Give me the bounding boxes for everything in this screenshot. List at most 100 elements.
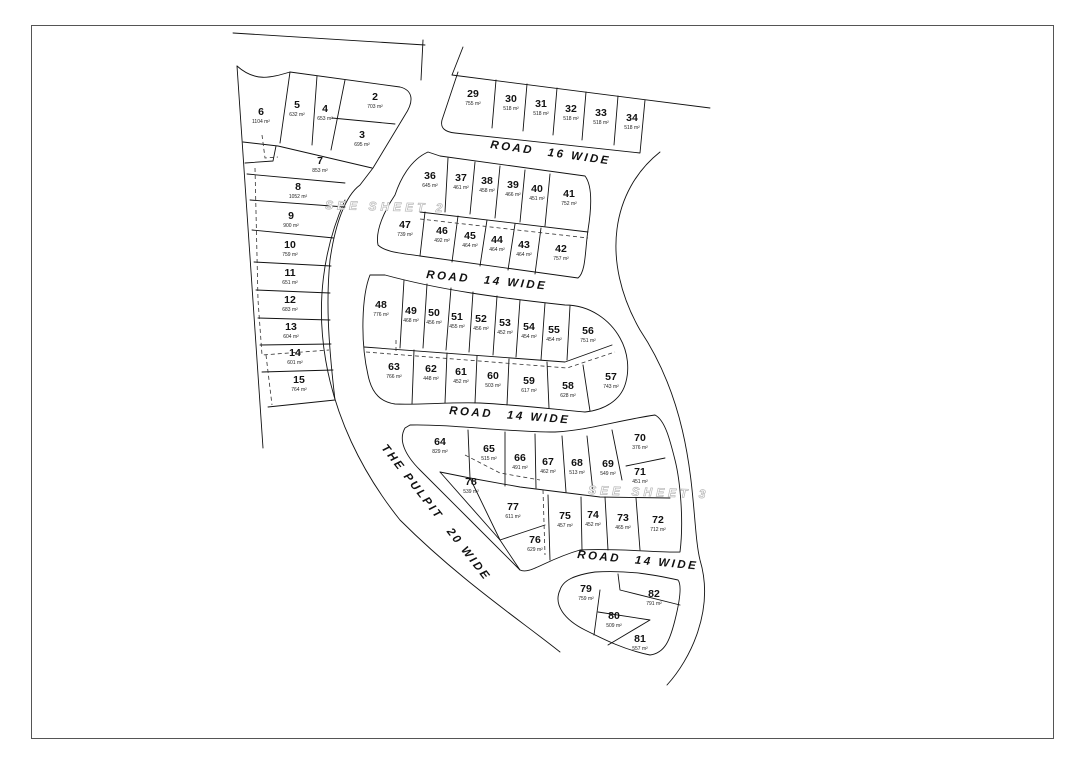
lot-number: 53 [499,317,511,329]
lot-number: 32 [565,103,577,115]
lot-number: 10 [284,239,296,251]
lot-area: 900 m² [283,223,299,229]
lot-area: 509 m² [606,623,622,629]
lot-area: 759 m² [282,252,298,258]
lot-area: 456 m² [473,326,489,332]
lot-number: 71 [634,466,646,478]
lot-number: 36 [424,170,436,182]
lot-number: 46 [436,225,448,237]
lot-number: 66 [514,452,526,464]
lot-number: 79 [580,583,592,595]
lot-area: 757 m² [553,256,569,262]
block-e [401,414,683,572]
road-width: 20 WIDE [443,525,492,583]
see-sheet-2-label: SEE SHEET 2 [325,198,447,215]
lot-area: 743 m² [603,384,619,390]
lot-area: 455 m² [449,324,465,330]
lot-area: 601 m² [287,360,303,366]
lot-number: 5 [294,99,300,111]
lot-area: 452 m² [497,330,513,336]
lot-number: 54 [523,321,535,333]
lot-number: 52 [475,313,487,325]
block-c [377,151,592,279]
lot-number: 47 [399,219,411,231]
lot-area: 695 m² [354,142,370,148]
lot-number: 65 [483,443,495,455]
lot-number: 6 [258,106,264,118]
lot-area: 764 m² [291,387,307,393]
lot-number: 39 [507,179,519,191]
lot-area: 465 m² [615,525,631,531]
road-name: ROAD [490,139,535,157]
lot-number: 31 [535,98,547,110]
lot-number: 57 [605,371,617,383]
lot-area: 751 m² [580,338,596,344]
lot-area: 454 m² [521,334,537,340]
lot-number: 77 [507,501,519,513]
lot-area: 461 m² [453,185,469,191]
lot-area: 491 m² [512,465,528,471]
lot-number: 40 [531,183,543,195]
road-width: 14 WIDE [483,275,547,293]
lot-area: 458 m² [479,188,495,194]
lot-area: 451 m² [632,479,648,485]
lot-number: 8 [295,181,301,193]
lot-number: 38 [481,175,493,187]
lot-area: 632 m² [289,112,305,118]
road-width: 14 WIDE [634,555,698,573]
lot-area: 503 m² [485,383,501,389]
lot-number: 37 [455,172,467,184]
lot-area: 645 m² [422,183,438,189]
lot-number: 62 [425,363,437,375]
road-name: ROAD [426,269,471,285]
lot-number: 56 [582,325,594,337]
lot-number: 69 [602,458,614,470]
lot-number: 82 [648,588,660,600]
lot-area: 1052 m² [289,194,308,200]
lot-number: 49 [405,305,417,317]
lot-area: 448 m² [423,376,439,382]
lot-number: 12 [284,294,296,306]
road-name: ROAD [449,405,494,420]
lot-area: 454 m² [546,337,562,343]
lot-area: 712 m² [650,527,666,533]
lot-area: 518 m² [593,120,609,126]
road-14-wide-upper-label: ROAD 14 WIDE [426,269,548,293]
lot-number: 78 [465,476,477,488]
drawing-frame [31,25,1054,739]
